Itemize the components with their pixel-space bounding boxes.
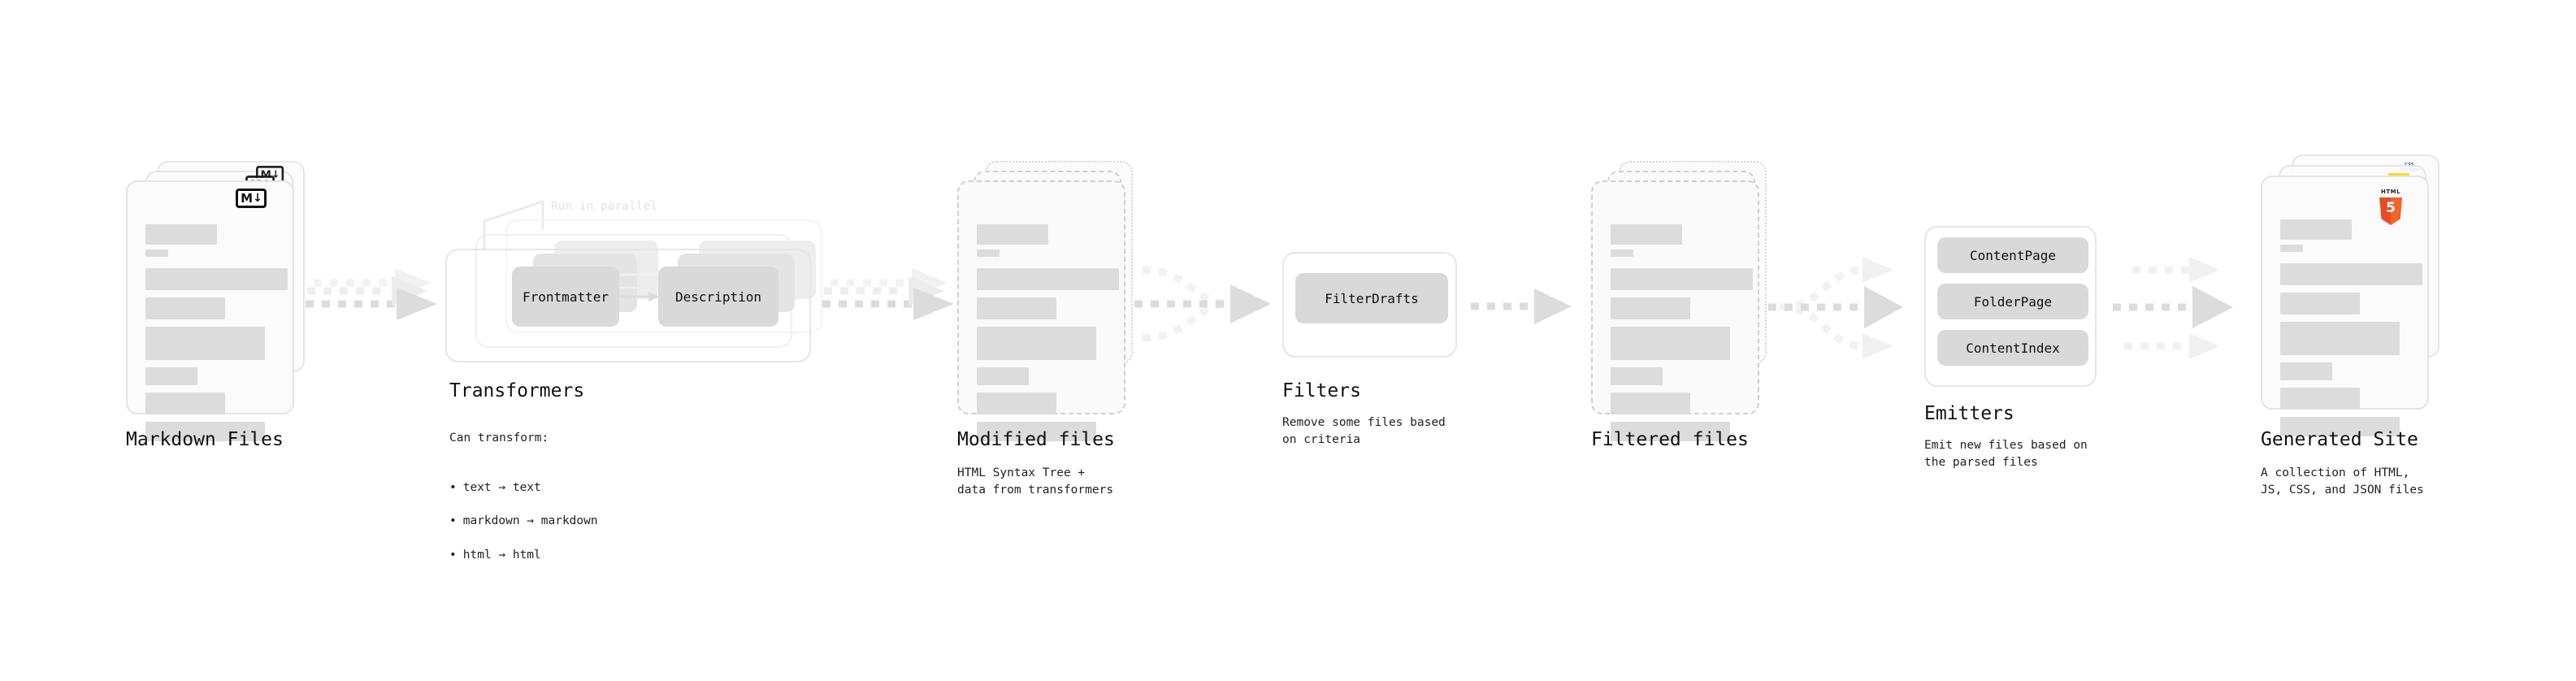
modified-files-stack	[957, 161, 1152, 441]
emitter-chip-label: FolderPage	[1973, 293, 2053, 310]
content-bar	[2280, 245, 2303, 252]
modified-file-content	[977, 224, 1119, 449]
emitters-title: Emitters	[1924, 403, 2014, 424]
generated-site-stack: CSS HTML 5	[2261, 154, 2472, 436]
arrow-emitters-to-site	[2113, 257, 2233, 359]
transformers-title: Transformers	[449, 380, 585, 401]
markdown-badge-front: M↓	[236, 189, 267, 208]
modified-file-front	[957, 180, 1125, 441]
markdown-badge-arrow: ↓	[271, 168, 280, 180]
emitter-chip-contentpage[interactable]: ContentPage	[1937, 237, 2088, 273]
emitter-chip-folderpage[interactable]: FolderPage	[1937, 284, 2088, 319]
content-bar	[145, 393, 225, 414]
transformers-group: Run in parallel Frontmatter Description	[445, 200, 827, 366]
content-bar	[2280, 388, 2360, 410]
transformers-subtitle-lead: Can transform:	[449, 431, 549, 445]
content-bar	[2280, 263, 2422, 285]
content-bar	[977, 224, 1048, 245]
content-bar	[2280, 417, 2400, 436]
transformers-subtitle: Can transform: text → text markdown → ma…	[449, 413, 598, 596]
content-bar	[1611, 327, 1730, 360]
transformer-chip-frontmatter[interactable]: Frontmatter	[512, 267, 619, 327]
filter-chip-filterdrafts[interactable]: FilterDrafts	[1295, 273, 1448, 323]
filters-box	[1282, 252, 1457, 358]
emitters-subtitle: Emit new files based on the parsed files	[1924, 439, 2088, 469]
content-bar	[145, 249, 168, 257]
run-in-parallel-note: Run in parallel	[551, 200, 657, 213]
transformer-chip-description[interactable]: Description	[658, 267, 778, 327]
markdown-file-front	[126, 180, 294, 441]
arrow-filtered-to-emitters	[1768, 257, 1903, 359]
filters-title: Filters	[1282, 380, 1361, 401]
content-bar	[2280, 219, 2352, 240]
transformer-inner-arrow	[619, 292, 660, 301]
transformers-bullet: html → html	[449, 547, 598, 564]
filtered-files-stack	[1591, 161, 1786, 441]
arrow-modified-to-filters	[1134, 266, 1271, 342]
content-bar	[1611, 393, 1690, 414]
html5-badge-digit: 5	[2386, 200, 2396, 216]
content-bar	[1611, 367, 1663, 385]
generated-site-title: Generated Site	[2261, 429, 2418, 450]
content-bar	[977, 422, 1096, 441]
content-bar	[2280, 322, 2400, 355]
filters-group: FilterDrafts	[1282, 252, 1461, 366]
content-bar	[977, 367, 1029, 385]
content-bar	[1611, 422, 1730, 441]
emitter-chip-label: ContentPage	[1970, 247, 2056, 263]
transformers-box-back	[505, 219, 822, 333]
filter-chip-label: FilterDrafts	[1325, 290, 1419, 306]
content-bar	[977, 268, 1119, 290]
arrow-filters-to-filtered	[1471, 288, 1572, 324]
content-bar	[145, 422, 265, 441]
markdown-files-title: Markdown Files	[126, 429, 284, 450]
content-bar	[145, 327, 265, 360]
filtered-files-title: Filtered files	[1591, 429, 1749, 450]
content-bar	[1611, 268, 1753, 290]
emitters-group: ContentPage FolderPage ContentIndex	[1924, 226, 2111, 397]
content-bar	[977, 297, 1056, 319]
modified-files-subtitle: HTML Syntax Tree + data from transformer…	[957, 466, 1114, 497]
content-bar	[977, 249, 1000, 257]
markdown-files-stack: M↓ M↓ M↓	[126, 161, 321, 441]
transformers-bullet: text → text	[449, 479, 598, 497]
content-bar	[145, 297, 225, 319]
generated-file-content	[2280, 219, 2422, 444]
transformers-bullet-list: text → text markdown → markdown html → h…	[449, 463, 598, 580]
content-bar	[2280, 293, 2360, 314]
emitter-chip-contentindex[interactable]: ContentIndex	[1937, 330, 2088, 366]
arrow-markdown-to-transformers	[306, 268, 437, 320]
markdown-badge-letter: M	[241, 190, 253, 206]
filters-subtitle: Remove some files based on criteria	[1282, 416, 1446, 446]
generated-site-subtitle: A collection of HTML, JS, CSS, and JSON …	[2261, 466, 2424, 497]
emitter-chip-label: ContentIndex	[1966, 340, 2060, 356]
transformer-chip-label: Description	[675, 288, 761, 305]
content-bar	[145, 268, 288, 290]
modified-files-title: Modified files	[957, 429, 1115, 450]
generated-file-html	[2261, 176, 2429, 436]
html5-badge: HTML 5	[2379, 189, 2402, 225]
content-bar	[1611, 224, 1682, 245]
content-bar	[1611, 249, 1633, 257]
transformer-chip-label: Frontmatter	[523, 288, 609, 305]
arrow-transformers-to-modified	[822, 268, 954, 320]
content-bar	[977, 327, 1096, 360]
transformers-box-front	[445, 249, 811, 362]
content-bar	[1611, 297, 1690, 319]
content-bar	[977, 393, 1056, 414]
transformers-bullet: markdown → markdown	[449, 513, 598, 530]
html5-shield-inner	[2391, 197, 2402, 225]
filtered-file-front	[1591, 180, 1759, 441]
filtered-file-content	[1611, 224, 1753, 449]
markdown-file-content	[145, 224, 288, 449]
content-bar	[145, 224, 217, 245]
content-bar	[145, 367, 197, 385]
emitters-box	[1924, 226, 2097, 387]
content-bar	[2280, 362, 2332, 380]
markdown-badge-arrow: ↓	[253, 192, 262, 205]
html5-badge-label: HTML	[2380, 189, 2401, 195]
